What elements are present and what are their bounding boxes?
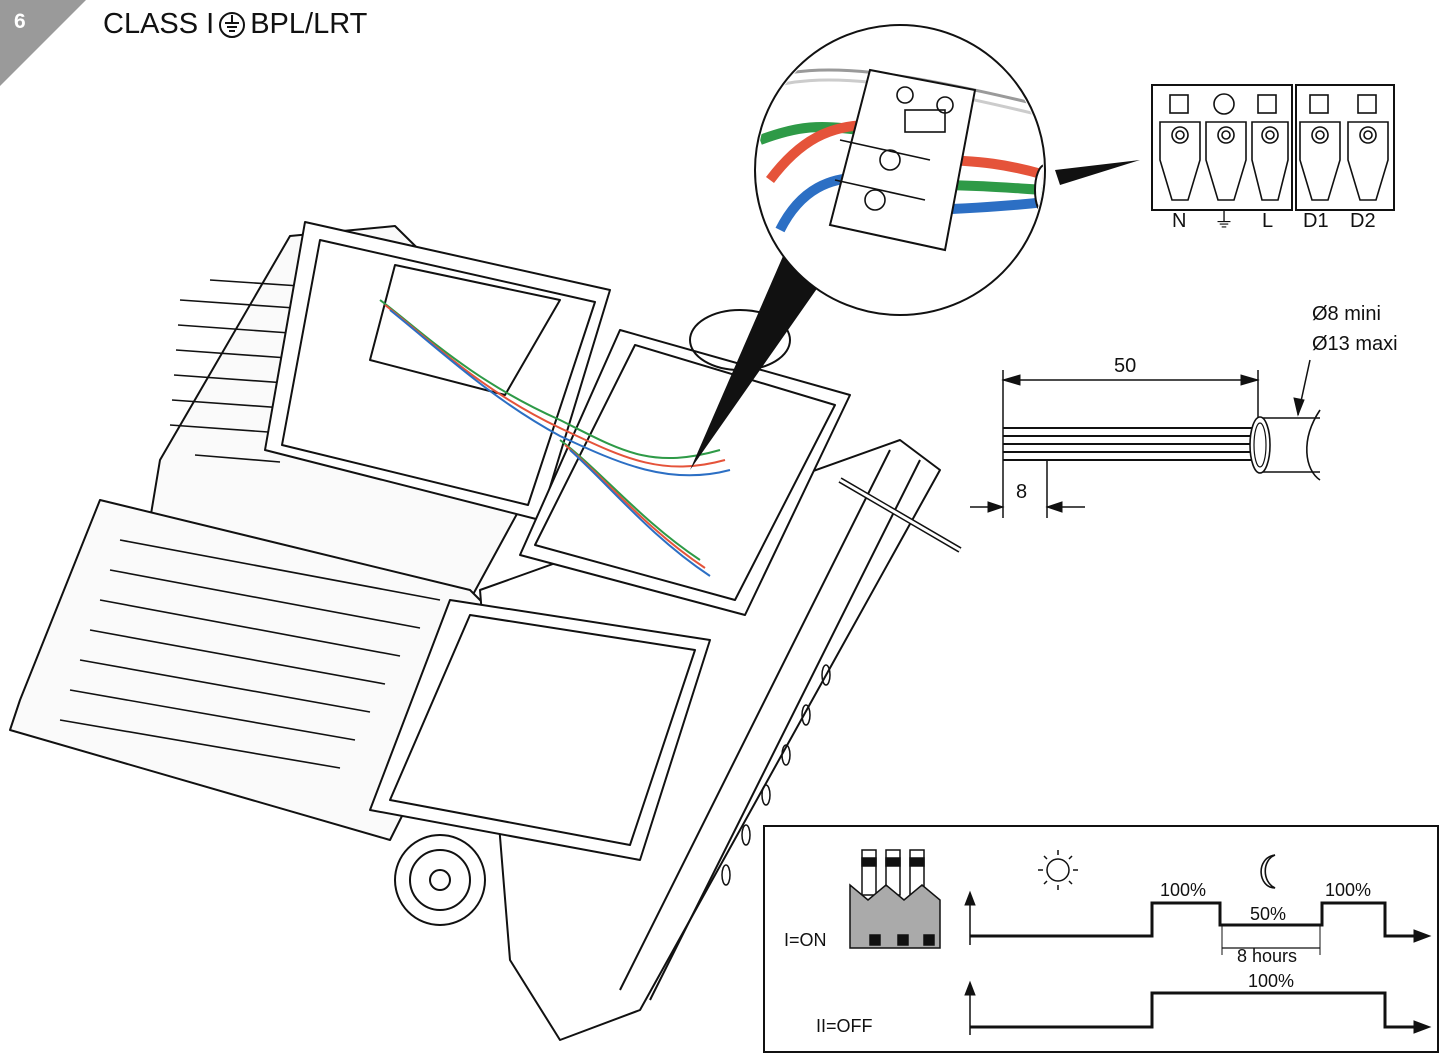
level-off-mode-label: 100% — [1248, 971, 1294, 991]
terminal-pointer — [1055, 160, 1140, 185]
diameter-min-label: Ø8 mini — [1312, 303, 1381, 325]
wire-strip-label: 8 — [1016, 481, 1027, 503]
terminal-label-n: N — [1172, 210, 1186, 232]
luminaire-drawing — [9, 221, 962, 1041]
step-badge: 6 — [0, 0, 86, 86]
connector-zoom — [754, 24, 1046, 316]
factory-icon — [849, 849, 941, 949]
level-full-1-label: 100% — [1160, 880, 1206, 900]
dimming-schedule-panel — [763, 825, 1439, 1053]
timeline-off — [964, 980, 1432, 1035]
terminal-block — [1151, 84, 1395, 211]
page-title: CLASS I BPL/LRT — [103, 8, 367, 41]
terminal-label-l: L — [1262, 210, 1273, 232]
terminal-label-d1: D1 — [1303, 210, 1329, 232]
cable-strip-diagram — [970, 359, 1321, 518]
moon-icon — [1260, 854, 1276, 889]
callout-pointer — [690, 240, 830, 470]
mode-on-label: I=ON — [784, 930, 827, 950]
terminal-label-earth: ⏚ — [1214, 210, 1234, 232]
title-class: CLASS I — [103, 8, 215, 40]
step-number: 6 — [14, 10, 26, 33]
timeline-on — [964, 890, 1432, 955]
earth-ground-icon — [219, 11, 246, 38]
title-product: BPL/LRT — [250, 8, 368, 40]
sun-icon — [1038, 850, 1078, 890]
duration-label: 8 hours — [1237, 946, 1297, 966]
strip-length-label: 50 — [1114, 355, 1136, 377]
internal-wiring — [379, 299, 731, 577]
level-full-2-label: 100% — [1325, 880, 1371, 900]
step-badge-shape — [0, 0, 86, 86]
level-reduced-label: 50% — [1250, 904, 1286, 924]
mode-off-label: II=OFF — [816, 1016, 873, 1036]
terminal-label-d2: D2 — [1350, 210, 1376, 232]
diameter-max-label: Ø13 maxi — [1312, 333, 1398, 355]
